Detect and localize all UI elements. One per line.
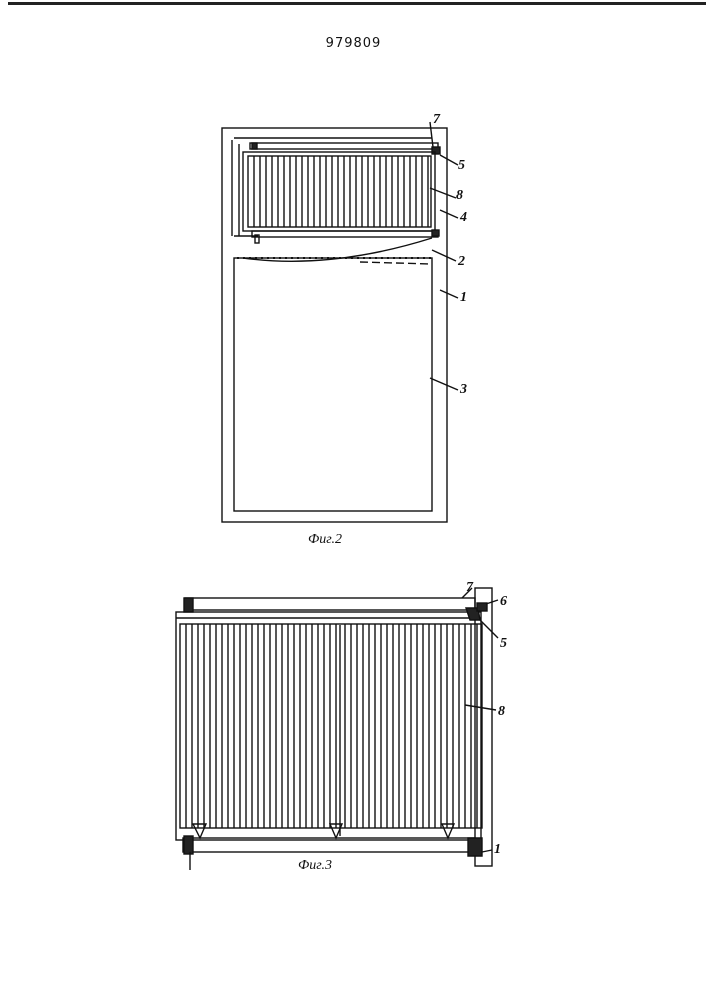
label-7-fig3: 7 (466, 580, 473, 596)
label-8-fig3: 8 (498, 704, 505, 720)
label-8: 8 (456, 188, 463, 204)
label-5-fig3: 5 (500, 636, 507, 652)
figure-2-caption: Фиг.2 (308, 532, 342, 548)
label-1-fig3: 1 (494, 842, 501, 858)
rail-7 (250, 143, 438, 149)
label-3: 3 (460, 382, 467, 398)
label-7: 7 (433, 112, 440, 128)
label-2: 2 (458, 254, 465, 270)
label-6-fig3: 6 (500, 594, 507, 610)
label-5: 5 (458, 158, 465, 174)
figure-2-louvers (254, 156, 428, 227)
figure-3-louvers (186, 624, 477, 828)
figure-3-caption: Фиг.3 (298, 858, 332, 874)
housing-inner (234, 258, 432, 511)
label-1: 1 (460, 290, 467, 306)
housing-outer (222, 128, 447, 522)
rail-7-fig3 (185, 598, 475, 610)
label-4: 4 (460, 210, 467, 226)
figure-3-drawing (176, 588, 498, 870)
